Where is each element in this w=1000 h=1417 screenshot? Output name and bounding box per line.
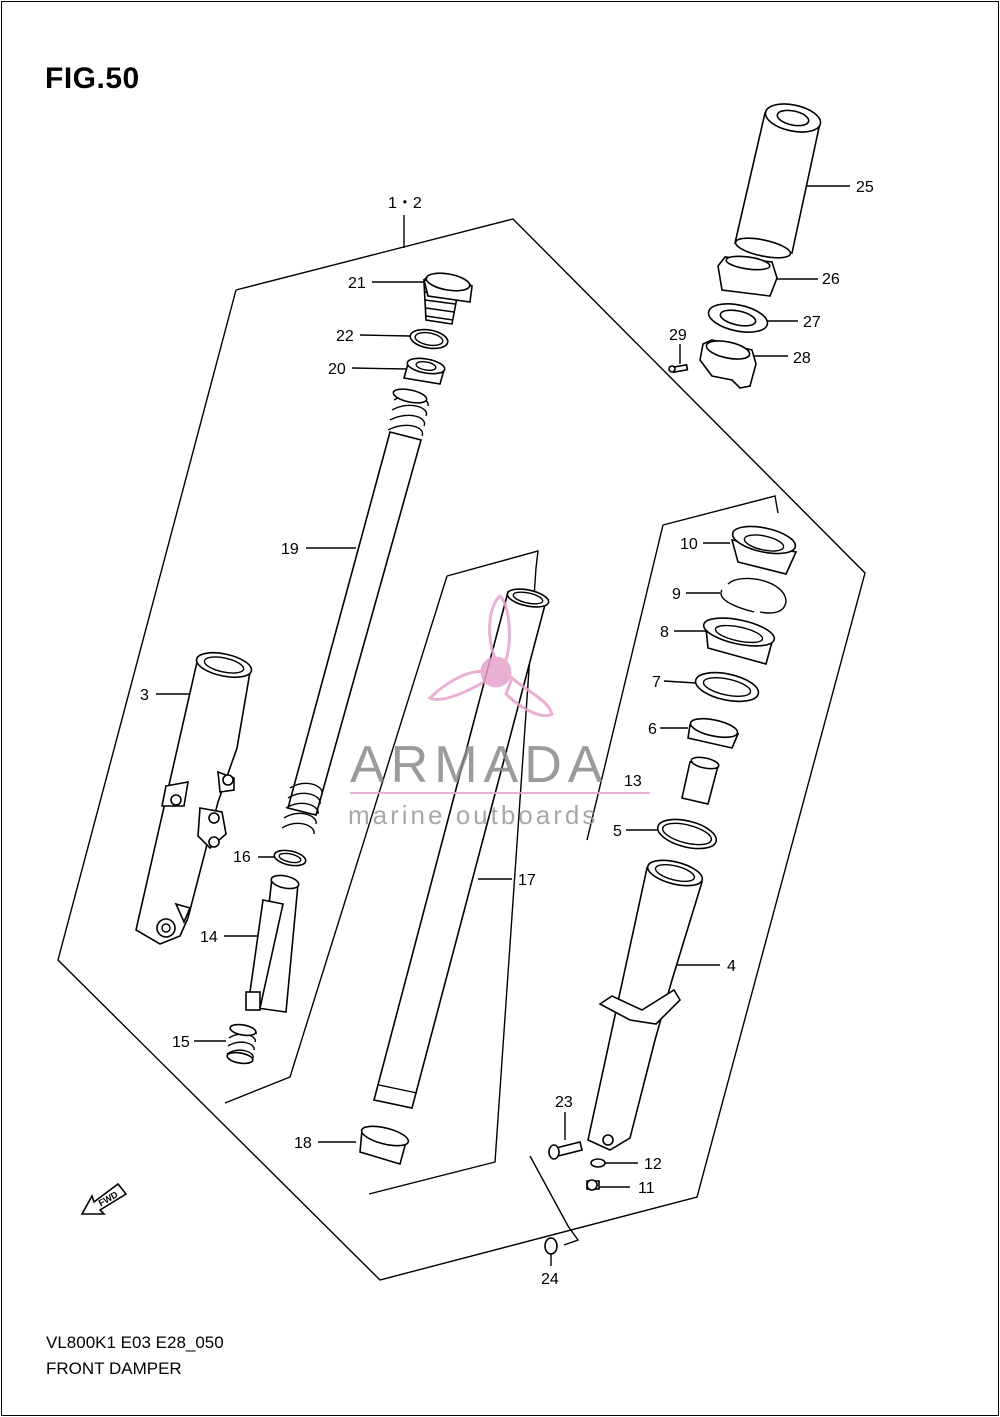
callout-3: 3 (140, 687, 149, 704)
part-19-fork-spring (281, 388, 429, 835)
propeller-logo-icon (427, 593, 554, 717)
callout-29: 29 (669, 327, 687, 344)
part-29-screw (668, 363, 689, 374)
callout-20: 20 (328, 361, 346, 378)
callout-labels: 1・2 21 22 20 19 3 16 14 15 18 17 25 26 2… (140, 179, 874, 1288)
part-12-gasket (590, 1158, 606, 1168)
part-18-bushing (359, 1125, 410, 1166)
callout-6: 6 (648, 721, 657, 738)
callout-14: 14 (200, 929, 218, 946)
callout-18: 18 (294, 1135, 312, 1152)
inner-tube-outline (368, 550, 539, 1195)
cap-bolt-bracket (529, 1155, 580, 1246)
part-7-washer (694, 671, 760, 703)
watermark: ARMADA marine outboards (348, 593, 650, 830)
callout-1-2: 1・2 (388, 195, 422, 212)
part-24-cap (544, 1237, 558, 1255)
part-21-cap-bolt (422, 272, 473, 325)
watermark-title: ARMADA (350, 736, 608, 794)
callout-7: 7 (652, 674, 661, 691)
callout-11: 11 (638, 1180, 655, 1197)
part-28-clamp (699, 339, 757, 389)
part-14-damper-rod (245, 874, 300, 1013)
callout-24: 24 (541, 1271, 559, 1288)
part-27-washer (707, 303, 769, 333)
part-11-drain-screw (586, 1179, 600, 1191)
model-code: VL800K1 E03 E28_050 (46, 1333, 224, 1352)
part-25-fork-cover (734, 103, 822, 259)
part-15-rebound-spring (226, 1023, 257, 1065)
watermark-subtitle: marine outboards (348, 800, 598, 830)
callout-13: 13 (624, 773, 642, 790)
callout-28: 28 (793, 350, 811, 367)
callout-10: 10 (680, 536, 698, 553)
part-17-inner-tube (373, 588, 550, 1109)
part-9-stopper-ring (720, 577, 787, 614)
part-5-snap-ring (656, 818, 718, 850)
part-6-guide-bushing (687, 717, 740, 749)
callout-17: 17 (518, 872, 536, 889)
fwd-arrow-icon: FWD (80, 1182, 128, 1215)
part-10-dust-seal (730, 525, 798, 575)
callout-4: 4 (727, 958, 736, 975)
part-13-slide-bushing (681, 756, 720, 805)
callout-5: 5 (613, 823, 622, 840)
callout-25: 25 (856, 179, 874, 196)
callout-23: 23 (555, 1094, 573, 1111)
callout-8: 8 (660, 624, 669, 641)
leader-lines (156, 185, 850, 1266)
callout-22: 22 (336, 328, 354, 345)
figure-title: FIG.50 (45, 62, 140, 95)
outer-tube-outline (662, 495, 779, 526)
callout-26: 26 (822, 271, 840, 288)
assembly-outline (57, 218, 866, 1281)
callout-16: 16 (233, 849, 251, 866)
part-22-o-ring (409, 328, 449, 350)
inner-tube-outline-left (224, 575, 448, 1104)
part-4-outer-tube-right (587, 859, 704, 1151)
part-20-spacer (402, 357, 446, 385)
part-23-bolt (548, 1141, 583, 1160)
section-name: FRONT DAMPER (46, 1359, 182, 1378)
callout-19: 19 (281, 541, 299, 558)
part-16-ring (273, 849, 307, 867)
part-26-nut (717, 255, 778, 297)
callout-27: 27 (803, 314, 821, 331)
part-8-oil-seal (702, 617, 776, 665)
callout-21: 21 (348, 275, 366, 292)
part-3-outer-tube-left (135, 651, 253, 945)
callout-12: 12 (644, 1156, 662, 1173)
callout-15: 15 (172, 1034, 190, 1051)
callout-9: 9 (672, 586, 681, 603)
